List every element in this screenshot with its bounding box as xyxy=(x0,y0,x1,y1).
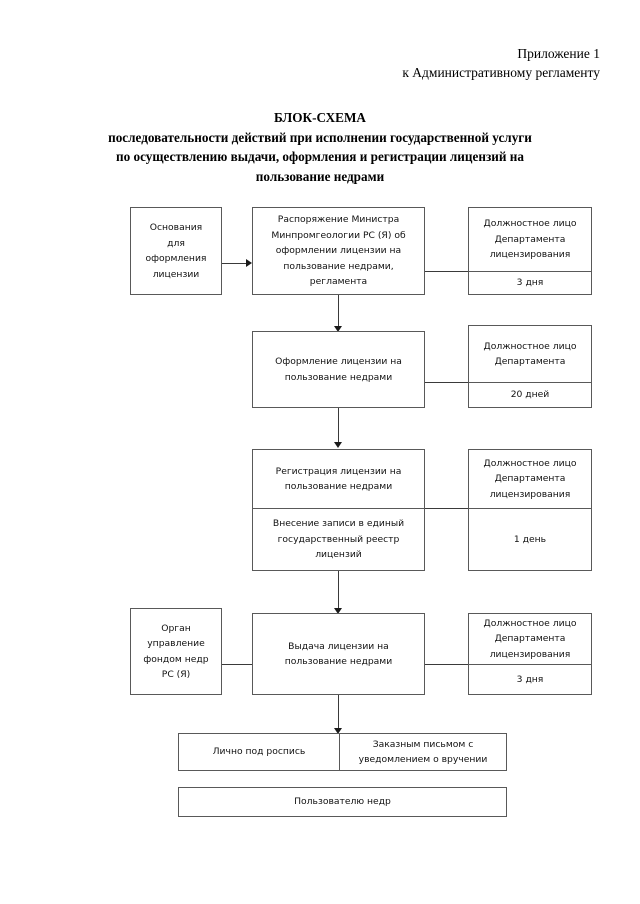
role-row3-line-3: лицензирования xyxy=(489,488,571,500)
responsible-role-row1: Должностное лицо Департамента лицензиров… xyxy=(469,208,591,272)
connector-row3-to-row4 xyxy=(338,571,339,608)
box-responsible-row3: Должностное лицо Департамента лицензиров… xyxy=(468,449,592,571)
grounds-line-1: Основания xyxy=(149,222,203,233)
grounds-line-2: для xyxy=(167,237,185,249)
role-row2-line-1: Должностное лицо xyxy=(483,340,577,352)
box-grounds-for-license: Основания для оформления лицензии xyxy=(130,207,222,295)
connector-order-to-responsible xyxy=(425,271,468,272)
connector-authority-to-issue xyxy=(222,664,252,665)
box-registry-entry: Внесение записи в единый государственный… xyxy=(253,509,424,570)
connector-row1-to-row2 xyxy=(338,295,339,326)
arrowhead-row2-to-row3 xyxy=(334,442,342,448)
responsible-role-row3: Должностное лицо Департамента лицензиров… xyxy=(469,450,591,509)
registry-entry-line-3: лицензий xyxy=(315,549,362,561)
box-subsoil-fund-authority: Орган управление фондом недр РС (Я) xyxy=(130,608,222,695)
responsible-role-row4: Должностное лицо Департамента лицензиров… xyxy=(469,614,591,665)
duration-row4: 3 дня xyxy=(516,673,544,685)
grounds-line-4: лицензии xyxy=(152,268,200,280)
title-line-4: пользование недрами xyxy=(255,168,385,184)
role-row4-line-1: Должностное лицо xyxy=(483,617,577,629)
authority-line-4: РС (Я) xyxy=(161,669,191,680)
title-line-2: последовательности действий при исполнен… xyxy=(108,129,532,145)
duration-row2: 20 дней xyxy=(510,389,550,401)
role-row4-line-3: лицензирования xyxy=(489,648,571,660)
registry-entry-line-1: Внесение записи в единый xyxy=(272,518,405,530)
box-registration-group: Регистрация лицензии на пользование недр… xyxy=(252,449,425,571)
duration-row3: 1 день xyxy=(513,533,547,545)
authority-line-2: управление xyxy=(147,638,205,649)
title-line-3: по осуществлению выдачи, оформления и ре… xyxy=(116,149,524,164)
role-row2-line-2: Департамента xyxy=(494,356,566,367)
connector-grounds-to-order xyxy=(222,263,246,264)
box-delivery-options: Лично под роспись Заказным письмом с уве… xyxy=(178,733,507,771)
authority-line-1: Орган xyxy=(161,622,191,634)
box-responsible-row4: Должностное лицо Департамента лицензиров… xyxy=(468,613,592,695)
box-license-registration: Регистрация лицензии на пользование недр… xyxy=(253,450,424,509)
box-recipient: Пользователю недр xyxy=(178,787,507,817)
connector-row2-to-row3 xyxy=(338,408,339,442)
role-row1-line-3: лицензирования xyxy=(489,249,571,261)
role-row1-line-2: Департамента xyxy=(494,233,566,245)
arrowhead-issuance-to-delivery xyxy=(334,728,342,734)
responsible-role-row2: Должностное лицо Департамента xyxy=(469,326,591,383)
order-line-4: пользование недрами, xyxy=(283,260,394,272)
preparation-line-1: Оформление лицензии на xyxy=(275,356,402,367)
box-license-preparation: Оформление лицензии на пользование недра… xyxy=(252,331,425,408)
delivery-option-personal: Лично под роспись xyxy=(179,734,340,770)
connector-preparation-to-responsible xyxy=(425,382,468,383)
authority-line-3: фондом недр xyxy=(143,653,209,665)
issuance-line-1: Выдача лицензии на xyxy=(288,640,389,652)
box-responsible-row2: Должностное лицо Департамента 20 дней xyxy=(468,325,592,408)
order-line-1: Распоряжение Министра xyxy=(277,214,400,226)
header-line-appendix: Приложение 1 xyxy=(517,46,600,61)
registration-line-2: пользование недрами xyxy=(284,481,393,492)
order-line-5: регламента xyxy=(309,276,368,288)
delivery-mail-line-1: Заказным письмом с xyxy=(372,738,474,750)
duration-row1: 3 дня xyxy=(516,277,544,289)
issuance-line-2: пользование недрами xyxy=(284,656,393,667)
header-line-regulation: к Административному регламенту xyxy=(402,65,600,80)
connector-registration-to-responsible xyxy=(425,508,468,509)
preparation-line-2: пользование недрами xyxy=(284,371,393,383)
title-line-blockscheme: БЛОК-СХЕМА xyxy=(274,110,366,125)
role-row3-line-1: Должностное лицо xyxy=(483,457,577,469)
arrowhead-row1-to-row2 xyxy=(334,326,342,332)
order-line-3: оформлении лицензии на xyxy=(275,245,402,257)
arrowhead-grounds-to-order xyxy=(246,259,252,267)
page-title: БЛОК-СХЕМА последовательности действий п… xyxy=(60,108,580,186)
delivery-option-mail: Заказным письмом с уведомлением о вручен… xyxy=(340,734,506,770)
role-row3-line-2: Департамента xyxy=(494,473,566,485)
delivery-mail-line-2: уведомлением о вручении xyxy=(358,754,488,765)
box-license-issuance: Выдача лицензии на пользование недрами xyxy=(252,613,425,695)
registry-entry-line-2: государственный реестр xyxy=(277,533,400,545)
connector-issuance-to-delivery xyxy=(338,695,339,728)
order-line-2: Минпромгеологии РС (Я) об xyxy=(271,229,406,241)
grounds-line-3: оформления xyxy=(145,253,207,264)
document-header: Приложение 1 к Административному регламе… xyxy=(0,44,600,82)
box-responsible-row1: Должностное лицо Департамента лицензиров… xyxy=(468,207,592,295)
box-ministerial-order: Распоряжение Министра Минпромгеологии РС… xyxy=(252,207,425,295)
registration-line-1: Регистрация лицензии на xyxy=(275,465,402,477)
arrowhead-row3-to-row4 xyxy=(334,608,342,614)
role-row1-line-1: Должностное лицо xyxy=(483,218,577,230)
role-row4-line-2: Департамента xyxy=(494,633,566,645)
connector-issuance-to-responsible xyxy=(425,664,468,665)
